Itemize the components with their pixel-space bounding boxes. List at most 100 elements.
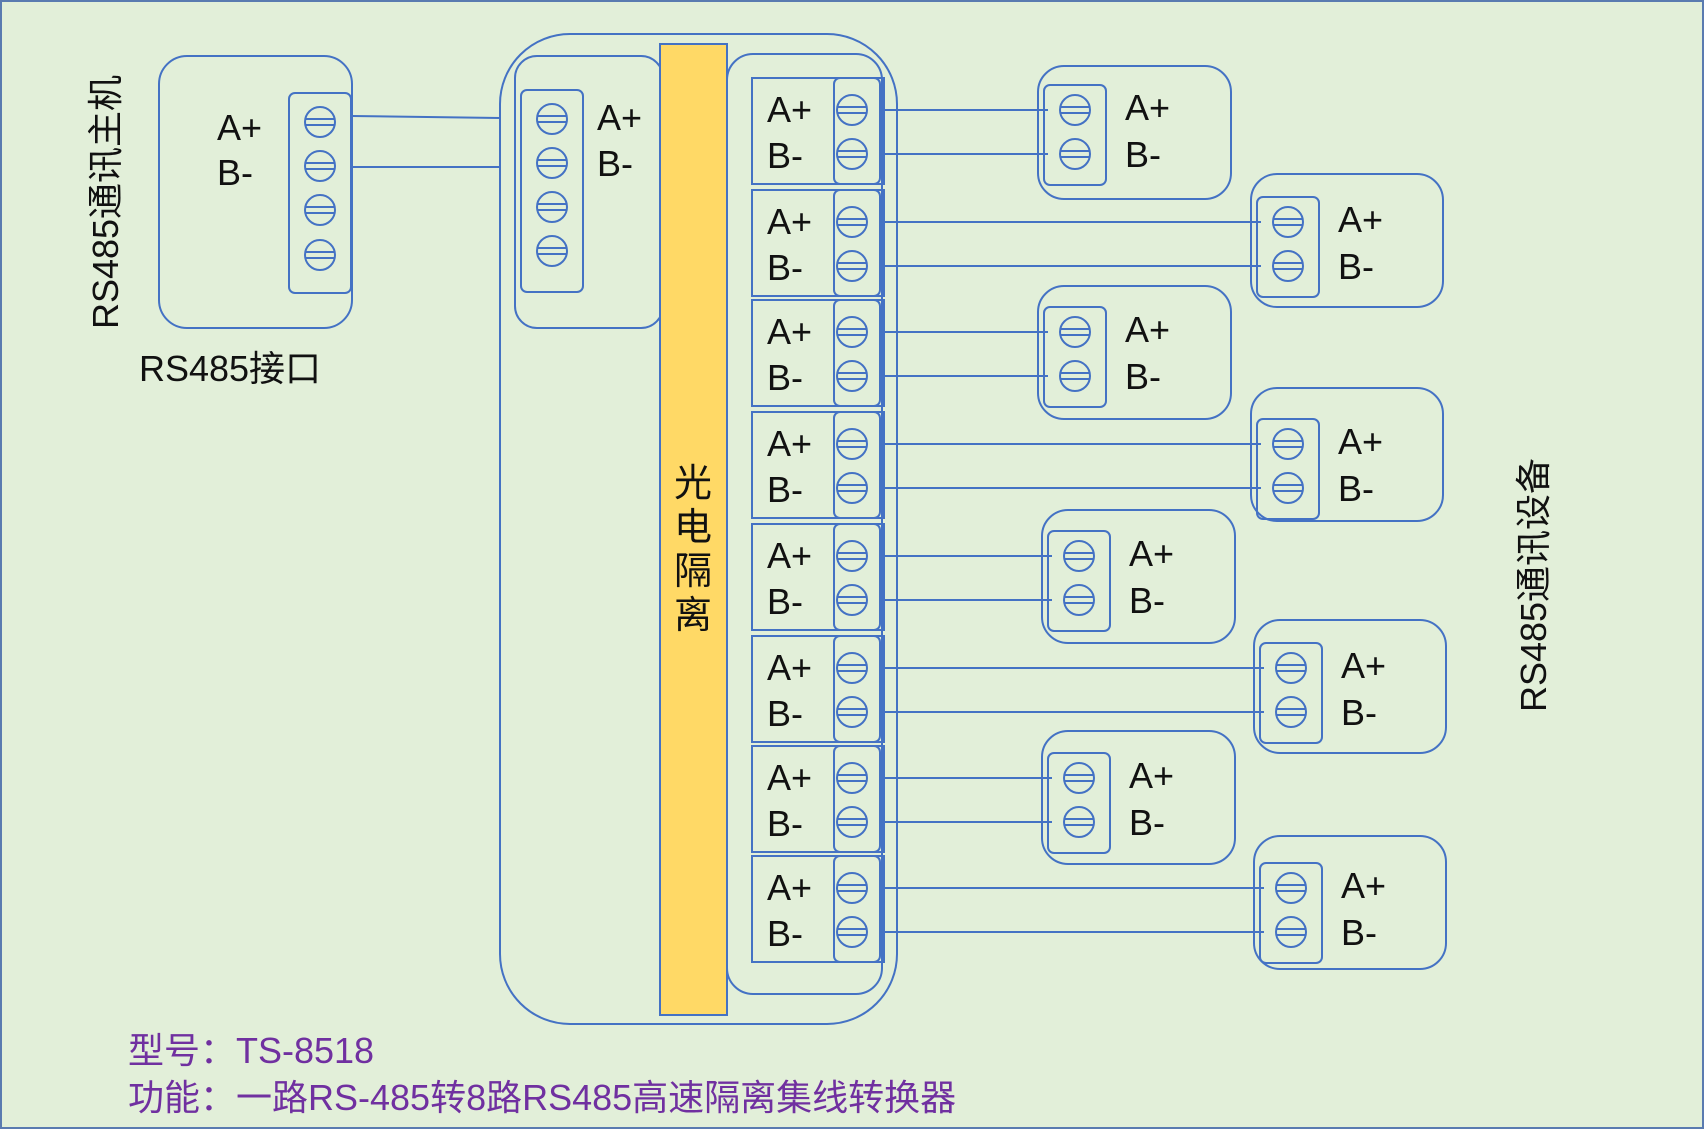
device-6-screw-b	[1275, 696, 1307, 728]
output-port-3-a-label: A+	[767, 311, 812, 352]
device-7-terminal-block	[1047, 752, 1111, 854]
output-port-2-a-label: A+	[767, 201, 812, 242]
converter-input-b-label: B-	[597, 143, 633, 184]
device-6-box	[1253, 619, 1447, 754]
converter-input-terminal-block	[520, 89, 584, 293]
device-7-box	[1041, 730, 1236, 865]
device-1-screw-b	[1059, 138, 1091, 170]
output-port-4-screw-b	[836, 472, 868, 504]
output-port-7-b-label: B-	[767, 803, 803, 844]
output-port-6-terminal-block	[833, 635, 881, 743]
output-port-7-terminal-block	[833, 745, 881, 853]
host-screw-4	[304, 239, 336, 271]
output-port-8-b-label: B-	[767, 913, 803, 954]
converter-input-screw-2	[536, 147, 568, 179]
host-a-label: A+	[217, 107, 262, 148]
device-4-a-label: A+	[1338, 421, 1383, 462]
output-port-7-label-box	[751, 745, 885, 853]
device-7-screw-a	[1063, 762, 1095, 794]
device-6-b-label: B-	[1341, 692, 1377, 733]
output-port-1-label-box	[751, 77, 885, 185]
device-1-a-label: A+	[1125, 87, 1170, 128]
output-port-6-label-box	[751, 635, 885, 743]
device-8-box	[1253, 835, 1447, 970]
device-5-screw-a	[1063, 540, 1095, 572]
converter-input-a-label: A+	[597, 97, 642, 138]
output-port-5-b-label: B-	[767, 581, 803, 622]
host-wire-a	[351, 115, 501, 119]
output-port-7-screw-b	[836, 806, 868, 838]
device-6-terminal-block	[1259, 642, 1323, 744]
device-7-screw-b	[1063, 806, 1095, 838]
output-port-2-terminal-block	[833, 189, 881, 297]
device-3-box	[1037, 285, 1232, 420]
isolation-char-1: 光	[674, 461, 712, 505]
converter-box	[499, 33, 898, 1025]
output-port-6-a-label: A+	[767, 647, 812, 688]
device-2-terminal-block	[1256, 196, 1320, 298]
device-3-b-label: B-	[1125, 356, 1161, 397]
isolation-char-2: 电	[674, 505, 712, 549]
output-port-3-label-box	[751, 299, 885, 407]
device-8-terminal-block	[1259, 862, 1323, 964]
output-port-3-b-label: B-	[767, 357, 803, 398]
device-4-box	[1250, 387, 1444, 522]
device-2-screw-b	[1272, 250, 1304, 282]
output-port-5-screw-a	[836, 540, 868, 572]
converter-input-screw-4	[536, 235, 568, 267]
device-5-terminal-block	[1047, 530, 1111, 632]
device-7-b-label: B-	[1129, 802, 1165, 843]
output-port-2-screw-a	[836, 206, 868, 238]
output-port-1-terminal-block	[833, 77, 881, 185]
device-1-box	[1037, 65, 1232, 200]
device-3-a-label: A+	[1125, 309, 1170, 350]
host-box	[158, 55, 353, 329]
output-port-1-screw-a	[836, 94, 868, 126]
host-interface-label: RS485接口	[139, 348, 321, 389]
device-2-a-label: A+	[1338, 199, 1383, 240]
device-1-b-label: B-	[1125, 134, 1161, 175]
device-4-b-label: B-	[1338, 468, 1374, 509]
host-screw-1	[304, 106, 336, 138]
output-port-1-screw-b	[836, 138, 868, 170]
device-4-screw-b	[1272, 472, 1304, 504]
host-terminal-block	[288, 92, 352, 294]
output-port-5-a-label: A+	[767, 535, 812, 576]
host-side-label: RS485通讯主机	[85, 75, 126, 329]
output-port-7-a-label: A+	[767, 757, 812, 798]
device-3-screw-a	[1059, 316, 1091, 348]
output-port-6-screw-b	[836, 696, 868, 728]
output-port-2-screw-b	[836, 250, 868, 282]
device-5-screw-b	[1063, 584, 1095, 616]
host-screw-3	[304, 194, 336, 226]
device-6-a-label: A+	[1341, 645, 1386, 686]
output-port-3-terminal-block	[833, 299, 881, 407]
model-caption: 型号：TS-8518	[128, 1030, 374, 1071]
output-port-3-screw-b	[836, 360, 868, 392]
device-4-terminal-block	[1256, 418, 1320, 520]
output-port-8-screw-a	[836, 872, 868, 904]
device-2-screw-a	[1272, 206, 1304, 238]
isolation-char-4: 离	[674, 593, 712, 637]
host-screw-2	[304, 150, 336, 182]
device-1-terminal-block	[1043, 84, 1107, 186]
device-5-a-label: A+	[1129, 533, 1174, 574]
output-port-4-b-label: B-	[767, 469, 803, 510]
output-port-4-a-label: A+	[767, 423, 812, 464]
device-8-screw-b	[1275, 916, 1307, 948]
output-port-4-terminal-block	[833, 411, 881, 519]
output-port-2-label-box	[751, 189, 885, 297]
devices-side-label: RS485通讯设备	[1513, 458, 1554, 712]
output-port-4-screw-a	[836, 428, 868, 460]
isolation-bar	[659, 43, 728, 1016]
output-port-5-label-box	[751, 523, 885, 631]
output-port-1-a-label: A+	[767, 89, 812, 130]
output-port-4-label-box	[751, 411, 885, 519]
device-2-box	[1250, 173, 1444, 308]
device-7-a-label: A+	[1129, 755, 1174, 796]
output-port-7-screw-a	[836, 762, 868, 794]
device-1-screw-a	[1059, 94, 1091, 126]
output-port-8-screw-b	[836, 916, 868, 948]
